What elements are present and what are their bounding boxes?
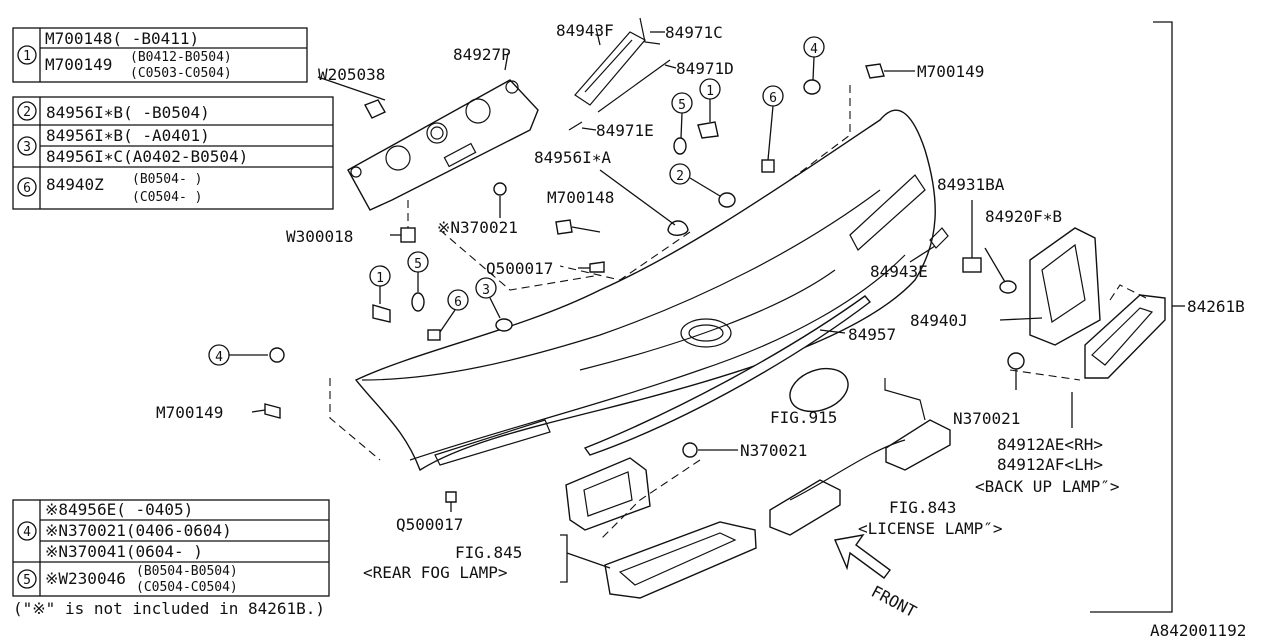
label-w300018: W300018 — [286, 227, 353, 246]
legend1-row-2a: (B0412-B0504) — [130, 50, 232, 65]
label-84912AF: 84912AF<LH> — [997, 455, 1103, 474]
upper-fasteners: 1 5 2 6 4 M700149 — [669, 36, 984, 208]
legend2-row-4b: (C0504- ) — [132, 190, 202, 205]
fastener-labels: 84956I∗A M700148 ※N370021 Q500017 — [437, 148, 689, 278]
callout-5b: 5 — [414, 257, 422, 272]
legend3-row-4b: (C0504-C0504) — [136, 580, 238, 595]
label-backup-lamp: <BACK UP LAMP″> — [975, 477, 1120, 496]
inner-panel-84927P: 84927P — [347, 45, 539, 211]
legend3-row-2: ※N370021(0406-0604) — [45, 521, 232, 540]
legend2-row-4: 84940Z — [46, 175, 104, 194]
legend1-row-2b: (C0503-C0504) — [130, 66, 232, 81]
label-84943E: 84943E — [870, 262, 928, 281]
legend3-mark-1: 4 — [23, 525, 31, 540]
license-lamp: FIG.843 <LICENSE LAMP″> — [769, 378, 1003, 538]
label-fig915: FIG.915 — [770, 408, 837, 427]
trunk-garnish-panel — [354, 109, 936, 472]
legend2-row-3: 84956I∗C(A0402-B0504) — [46, 147, 248, 166]
label-84971E: 84971E — [596, 121, 654, 140]
assembly-bracket: 84261B — [1090, 21, 1245, 613]
left-fasteners: 1 5 6 3 4 M700149 Q500017 — [156, 251, 513, 534]
legend3-mark-4: 5 — [23, 573, 31, 588]
molding-84957: 84957 — [583, 295, 896, 456]
callout-6b: 6 — [454, 295, 462, 310]
label-84920FB: 84920F∗B — [985, 207, 1062, 226]
legend2-row-2: 84956I∗B( -A0401) — [46, 126, 210, 145]
legend-box-2: 2 3 6 84956I∗B( -B0504) 84956I∗B( -A0401… — [12, 96, 334, 210]
label-w205038: W205038 — [318, 65, 385, 84]
clip-w300018: W300018 — [286, 200, 416, 246]
callout-4b: 4 — [215, 350, 223, 365]
label-84940J: 84940J — [910, 311, 968, 330]
legend-box-3: 4 5 ※84956E( -0405) ※N370021(0406-0604) … — [12, 499, 330, 618]
backup-lamp: 84940J 84920F∗B 84931BA 84943E N370021 8… — [870, 175, 1166, 496]
legend2-mark-4: 6 — [23, 181, 31, 196]
label-84957: 84957 — [848, 325, 896, 344]
label-front: FRONT — [868, 582, 920, 622]
label-84912AE: 84912AE<RH> — [997, 435, 1103, 454]
callout-6a: 6 — [769, 91, 777, 106]
rear-fog-lamp: N370021 FIG.845 <REAR FOG LAMP> — [363, 441, 807, 599]
legend2-row-4a: (B0504- ) — [132, 172, 202, 187]
label-m700148: M700148 — [547, 188, 614, 207]
label-84956IA: 84956I∗A — [534, 148, 611, 167]
label-license-lamp: <LICENSE LAMP″> — [858, 519, 1003, 538]
label-84927P: 84927P — [453, 45, 511, 64]
label-q500017-b: Q500017 — [396, 515, 463, 534]
label-fig845: FIG.845 — [455, 543, 522, 562]
label-m700149-a: M700149 — [917, 62, 984, 81]
legend1-mark: 1 — [23, 49, 31, 64]
clip-w205038: W205038 — [317, 65, 386, 119]
legend1-row-1: M700148( -B0411) — [45, 29, 199, 48]
seal-parts: 84943F 84971C 84971D 84971E — [556, 17, 734, 140]
label-fig843: FIG.843 — [889, 498, 956, 517]
legend-box-1: 1 M700148( -B0411) M700149 (B0412-B0504)… — [12, 27, 308, 83]
label-n370021-c: N370021 — [953, 409, 1020, 428]
label-84261B: 84261B — [1187, 297, 1245, 316]
legend2-mark-2: 3 — [23, 140, 31, 155]
label-q500017-a: Q500017 — [486, 259, 553, 278]
legend2-mark-1: 2 — [23, 105, 31, 120]
label-84943F: 84943F — [556, 21, 614, 40]
callout-4a: 4 — [810, 42, 818, 57]
callout-3: 3 — [482, 283, 490, 298]
dashed-guides — [329, 85, 1151, 541]
label-84931BA: 84931BA — [937, 175, 1005, 194]
emblem-fig915: FIG.915 — [770, 367, 849, 427]
legend3-row-1: ※84956E( -0405) — [45, 500, 193, 519]
label-m700149-b: M700149 — [156, 403, 223, 422]
label-n370021-b: N370021 — [740, 441, 807, 460]
diagram-code: A842001192 — [1150, 621, 1246, 640]
label-84971C: 84971C — [665, 23, 723, 42]
callout-2: 2 — [676, 169, 684, 184]
legend1-row-2: M700149 — [45, 55, 112, 74]
legend2-row-1: 84956I∗B( -B0504) — [46, 103, 210, 122]
label-84971D: 84971D — [676, 59, 734, 78]
legend3-note: ("※" is not included in 84261B.) — [13, 599, 325, 618]
front-arrow: FRONT — [834, 534, 920, 622]
callout-5a: 5 — [678, 98, 686, 113]
callout-1b: 1 — [376, 271, 384, 286]
label-rear-fog-lamp: <REAR FOG LAMP> — [363, 563, 508, 582]
label-n370021-a: ※N370021 — [437, 218, 518, 237]
legend3-row-3: ※N370041(0604- ) — [45, 542, 203, 561]
legend3-row-4: ※W230046 — [45, 569, 126, 588]
legend3-row-4a: (B0504-B0504) — [136, 564, 238, 579]
callout-1a: 1 — [706, 84, 714, 99]
